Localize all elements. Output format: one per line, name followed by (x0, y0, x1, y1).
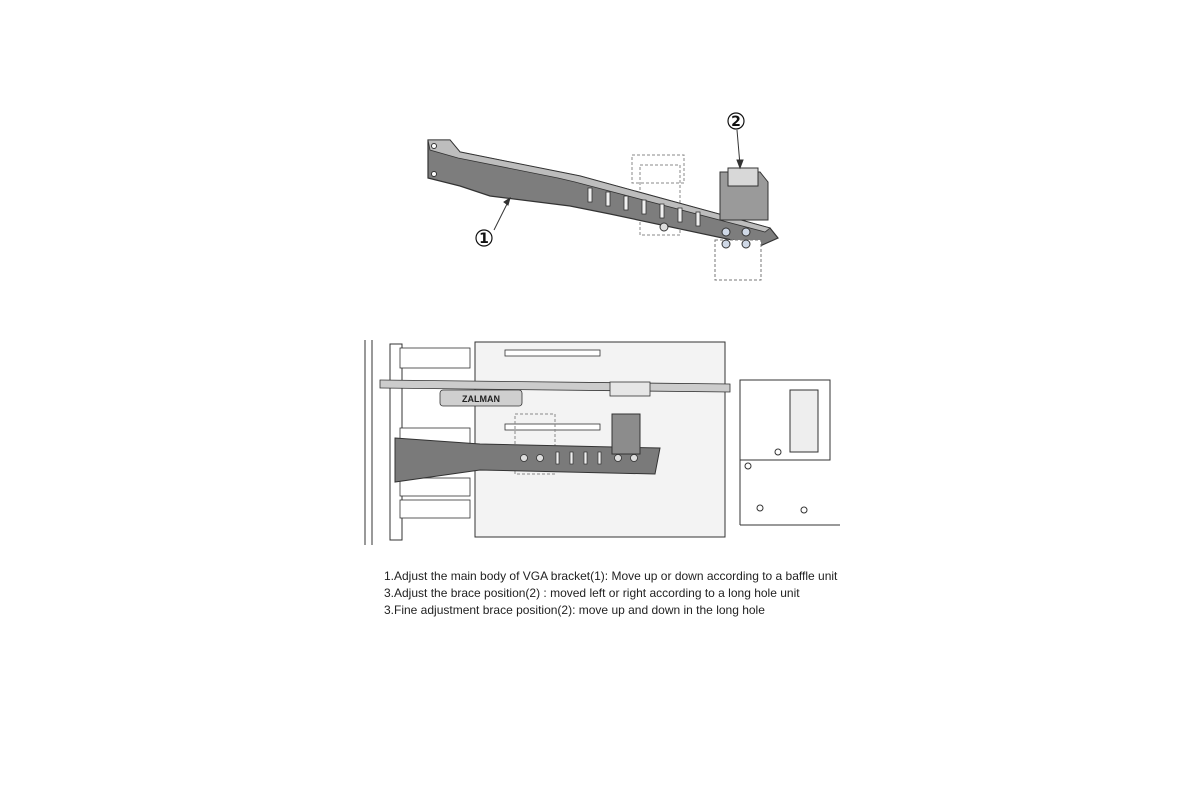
case-frame (364, 340, 840, 545)
instruction-line-3: 3.Fine adjustment brace position(2): mov… (384, 603, 765, 617)
callout-1-label: 1 (479, 231, 489, 247)
callout-leaders (493, 129, 744, 231)
callout-2: 2 (727, 112, 745, 130)
bracket-isometric-drawing: 1 2 (427, 112, 779, 281)
ghost-brace-installed (514, 413, 556, 475)
instruction-line-1: 1.Adjust the main body of VGA bracket(1)… (384, 569, 838, 583)
main-bracket-body (427, 139, 779, 247)
bracket-installed-drawing: ZALMAN (364, 340, 840, 545)
callout-2-label: 2 (731, 114, 741, 130)
instruction-line-2: 3.Adjust the brace position(2) : moved l… (384, 586, 800, 600)
bracket-installed-figure: ZALMAN (360, 340, 850, 550)
gpu-card: ZALMAN (379, 379, 731, 407)
brace-unit (714, 167, 769, 281)
bracket-isometric-figure: 1 2 (410, 110, 790, 300)
callout-1: 1 (475, 229, 493, 247)
installed-bracket-arm (394, 413, 661, 483)
brand-label: ZALMAN (462, 394, 500, 404)
instruction-list: 1.Adjust the main body of VGA bracket(1)… (384, 568, 844, 619)
